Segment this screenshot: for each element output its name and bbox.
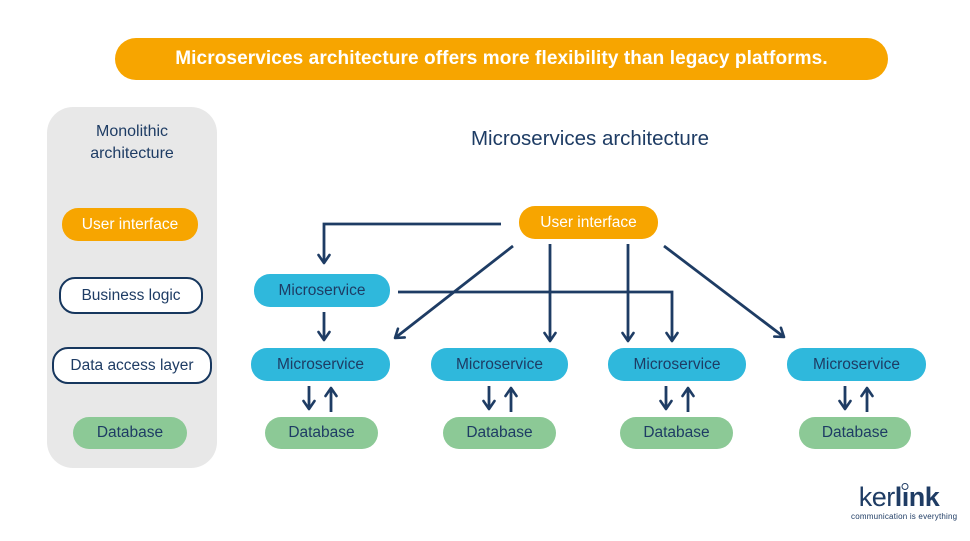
monolith-data-access-layer-box: Data access layer (52, 347, 212, 384)
ms-user-interface-box: User interface (519, 206, 658, 239)
kerlink-tagline: communication is everything (851, 512, 958, 521)
database-box-4: Database (799, 417, 911, 449)
database-box-3: Database (620, 417, 733, 449)
microservice-box-2: Microservice (431, 348, 568, 381)
microservice-box-1: Microservice (251, 348, 390, 381)
arrow-ui-diagonal-to-ms1 (393, 244, 514, 340)
title-banner: Microservices architecture offers more f… (115, 38, 888, 80)
kerlink-i-stem: ı (901, 482, 910, 512)
kerlink-wordmark-ker: ker (858, 482, 896, 512)
kerlink-i-ring-icon (901, 483, 909, 490)
monolithic-panel-title: Monolithic architecture (90, 123, 174, 162)
microservice-box-4: Microservice (787, 348, 926, 381)
kerlink-wordmark-l: l (894, 482, 903, 512)
arrow-ms-row1-elbow-to-ms3 (398, 290, 679, 343)
kerlink-wordmark-nk: nk (908, 482, 940, 512)
database-box-2: Database (443, 417, 556, 449)
monolith-database-box: Database (73, 417, 187, 449)
monolith-business-logic-box: Business logic (59, 277, 203, 314)
banner-text: Microservices architecture offers more f… (175, 48, 828, 69)
microservices-title: Microservices architecture (470, 127, 710, 150)
monolith-user-interface-box: User interface (62, 208, 198, 241)
microservice-row1-box: Microservice (254, 274, 390, 307)
arrow-ui-elbow-to-ms-row1 (317, 222, 501, 265)
kerlink-wordmark-i: ı (901, 482, 910, 512)
database-box-1: Database (265, 417, 378, 449)
microservice-box-3: Microservice (608, 348, 746, 381)
arrow-ui-diagonal-to-ms4 (663, 244, 786, 339)
